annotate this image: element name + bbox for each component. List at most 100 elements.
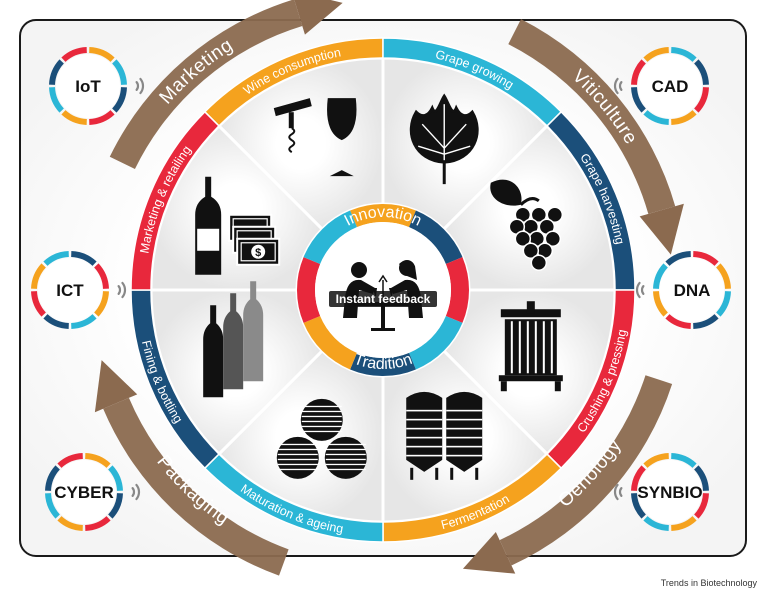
tech-ring-segment (112, 86, 127, 113)
center-ring-segment (296, 257, 321, 323)
tech-ring-segment (692, 251, 719, 266)
tech-circle-fill (660, 258, 724, 322)
center-ring-segment (350, 204, 416, 228)
tech-ring-segment (692, 314, 719, 329)
tech-label: SYNBIO (637, 483, 702, 502)
tech-ring-segment (631, 492, 646, 519)
tech-label: IoT (75, 77, 101, 96)
tech-ring-segment (57, 453, 84, 468)
credit-text: Trends in Biotechnology (660, 578, 757, 588)
tech-ring-segment (670, 47, 697, 62)
outer-arrow-head (639, 203, 684, 255)
tech-ring-segment (84, 453, 111, 468)
wireless-icon (613, 77, 623, 95)
tech-ring-segment (49, 86, 64, 113)
tech-ring-segment (694, 59, 709, 86)
tech-ring-segment (45, 492, 60, 519)
tech-circle-fill (52, 460, 116, 524)
tech-ring-segment (643, 110, 670, 125)
center-ring-segment (350, 352, 416, 377)
tech-ring-segment (112, 59, 127, 86)
center-ring-segment (409, 210, 463, 264)
tech-ring-segment (88, 47, 115, 62)
center-ring-segment (303, 210, 357, 264)
tech-ring-segment (43, 251, 70, 266)
tech-circle-fill (638, 460, 702, 524)
wireless-icon (131, 483, 141, 501)
tech-circle-dna: DNA (635, 251, 731, 329)
tech-circle-fill (38, 258, 102, 322)
outer-arrow-body (109, 0, 303, 170)
stage-icons: $ (195, 93, 564, 480)
tech-circle-cad: CAD (613, 47, 709, 125)
tech-ring-segment (84, 516, 111, 531)
tech-ring-segment (631, 465, 646, 492)
center-ring-segment (409, 316, 463, 370)
tech-label: CAD (652, 77, 689, 96)
grape-leaf-icon (409, 93, 479, 185)
center-ring-segment (445, 257, 469, 323)
tech-label: CYBER (54, 483, 114, 502)
tech-circle-synbio: SYNBIO (613, 453, 709, 531)
outer-arrow-body (508, 19, 676, 214)
outer-arrow-body (499, 375, 673, 566)
bottles-icon (203, 281, 264, 398)
tech-circle-iot: IoT (49, 47, 145, 125)
tech-ring-segment (70, 314, 97, 329)
tech-circle-cyber: CYBER (45, 453, 141, 531)
outer-arrow-head (294, 0, 343, 35)
tech-ring-segment (665, 251, 692, 266)
tech-label: ICT (56, 281, 84, 300)
tech-ring-segment (694, 492, 709, 519)
outer-arrow-head (462, 531, 516, 574)
outer-arrow-head (94, 360, 138, 413)
tech-ring-segment (643, 47, 670, 62)
wireless-icon (613, 483, 623, 501)
svg-text:$: $ (255, 247, 261, 259)
tech-ring-segment (653, 263, 668, 290)
tech-ring-segment (670, 110, 697, 125)
tech-ring-segment (643, 453, 670, 468)
tech-ring-segment (670, 453, 697, 468)
tech-ring-segment (57, 516, 84, 531)
corkscrew-glass-icon (273, 98, 357, 177)
tech-ring-segment (694, 465, 709, 492)
tech-ring-segment (31, 290, 46, 317)
tech-ring-segment (716, 290, 731, 317)
fermentation-tank-icon (406, 391, 483, 480)
dining-couple-icon (343, 260, 423, 331)
wireless-icon (117, 281, 127, 299)
tech-circle-ict: ICT (31, 251, 127, 329)
tech-ring-segment (61, 110, 88, 125)
tech-ring-segment (61, 47, 88, 62)
center-bottom-word: Tradition (352, 351, 415, 373)
tech-ring-segment (70, 251, 97, 266)
tech-circle-fill (56, 54, 120, 118)
tech-ring-segment (631, 59, 646, 86)
tech-ring-segment (94, 290, 109, 317)
outer-arrow-body (103, 397, 289, 576)
center-ring-segment (303, 316, 357, 370)
bottle-money-icon: $ (195, 176, 281, 275)
tech-ring-segment (670, 516, 697, 531)
tech-label: DNA (674, 281, 711, 300)
tech-ring-segment (94, 263, 109, 290)
tech-ring-segment (665, 314, 692, 329)
tech-ring-segment (88, 110, 115, 125)
wireless-icon (635, 281, 645, 299)
tech-ring-segment (694, 86, 709, 113)
wine-press-icon (498, 301, 563, 392)
tech-ring-segment (43, 314, 70, 329)
tech-ring-segment (108, 465, 123, 492)
technology-circles: IoT CAD ICT DNA CYBER SYNBIO (31, 47, 731, 531)
tech-ring-segment (643, 516, 670, 531)
tech-ring-segment (45, 465, 60, 492)
tech-ring-segment (108, 492, 123, 519)
barrels-icon (276, 398, 367, 479)
tech-ring-segment (631, 86, 646, 113)
tech-ring-segment (716, 263, 731, 290)
tech-ring-segment (49, 59, 64, 86)
tech-circle-fill (638, 54, 702, 118)
